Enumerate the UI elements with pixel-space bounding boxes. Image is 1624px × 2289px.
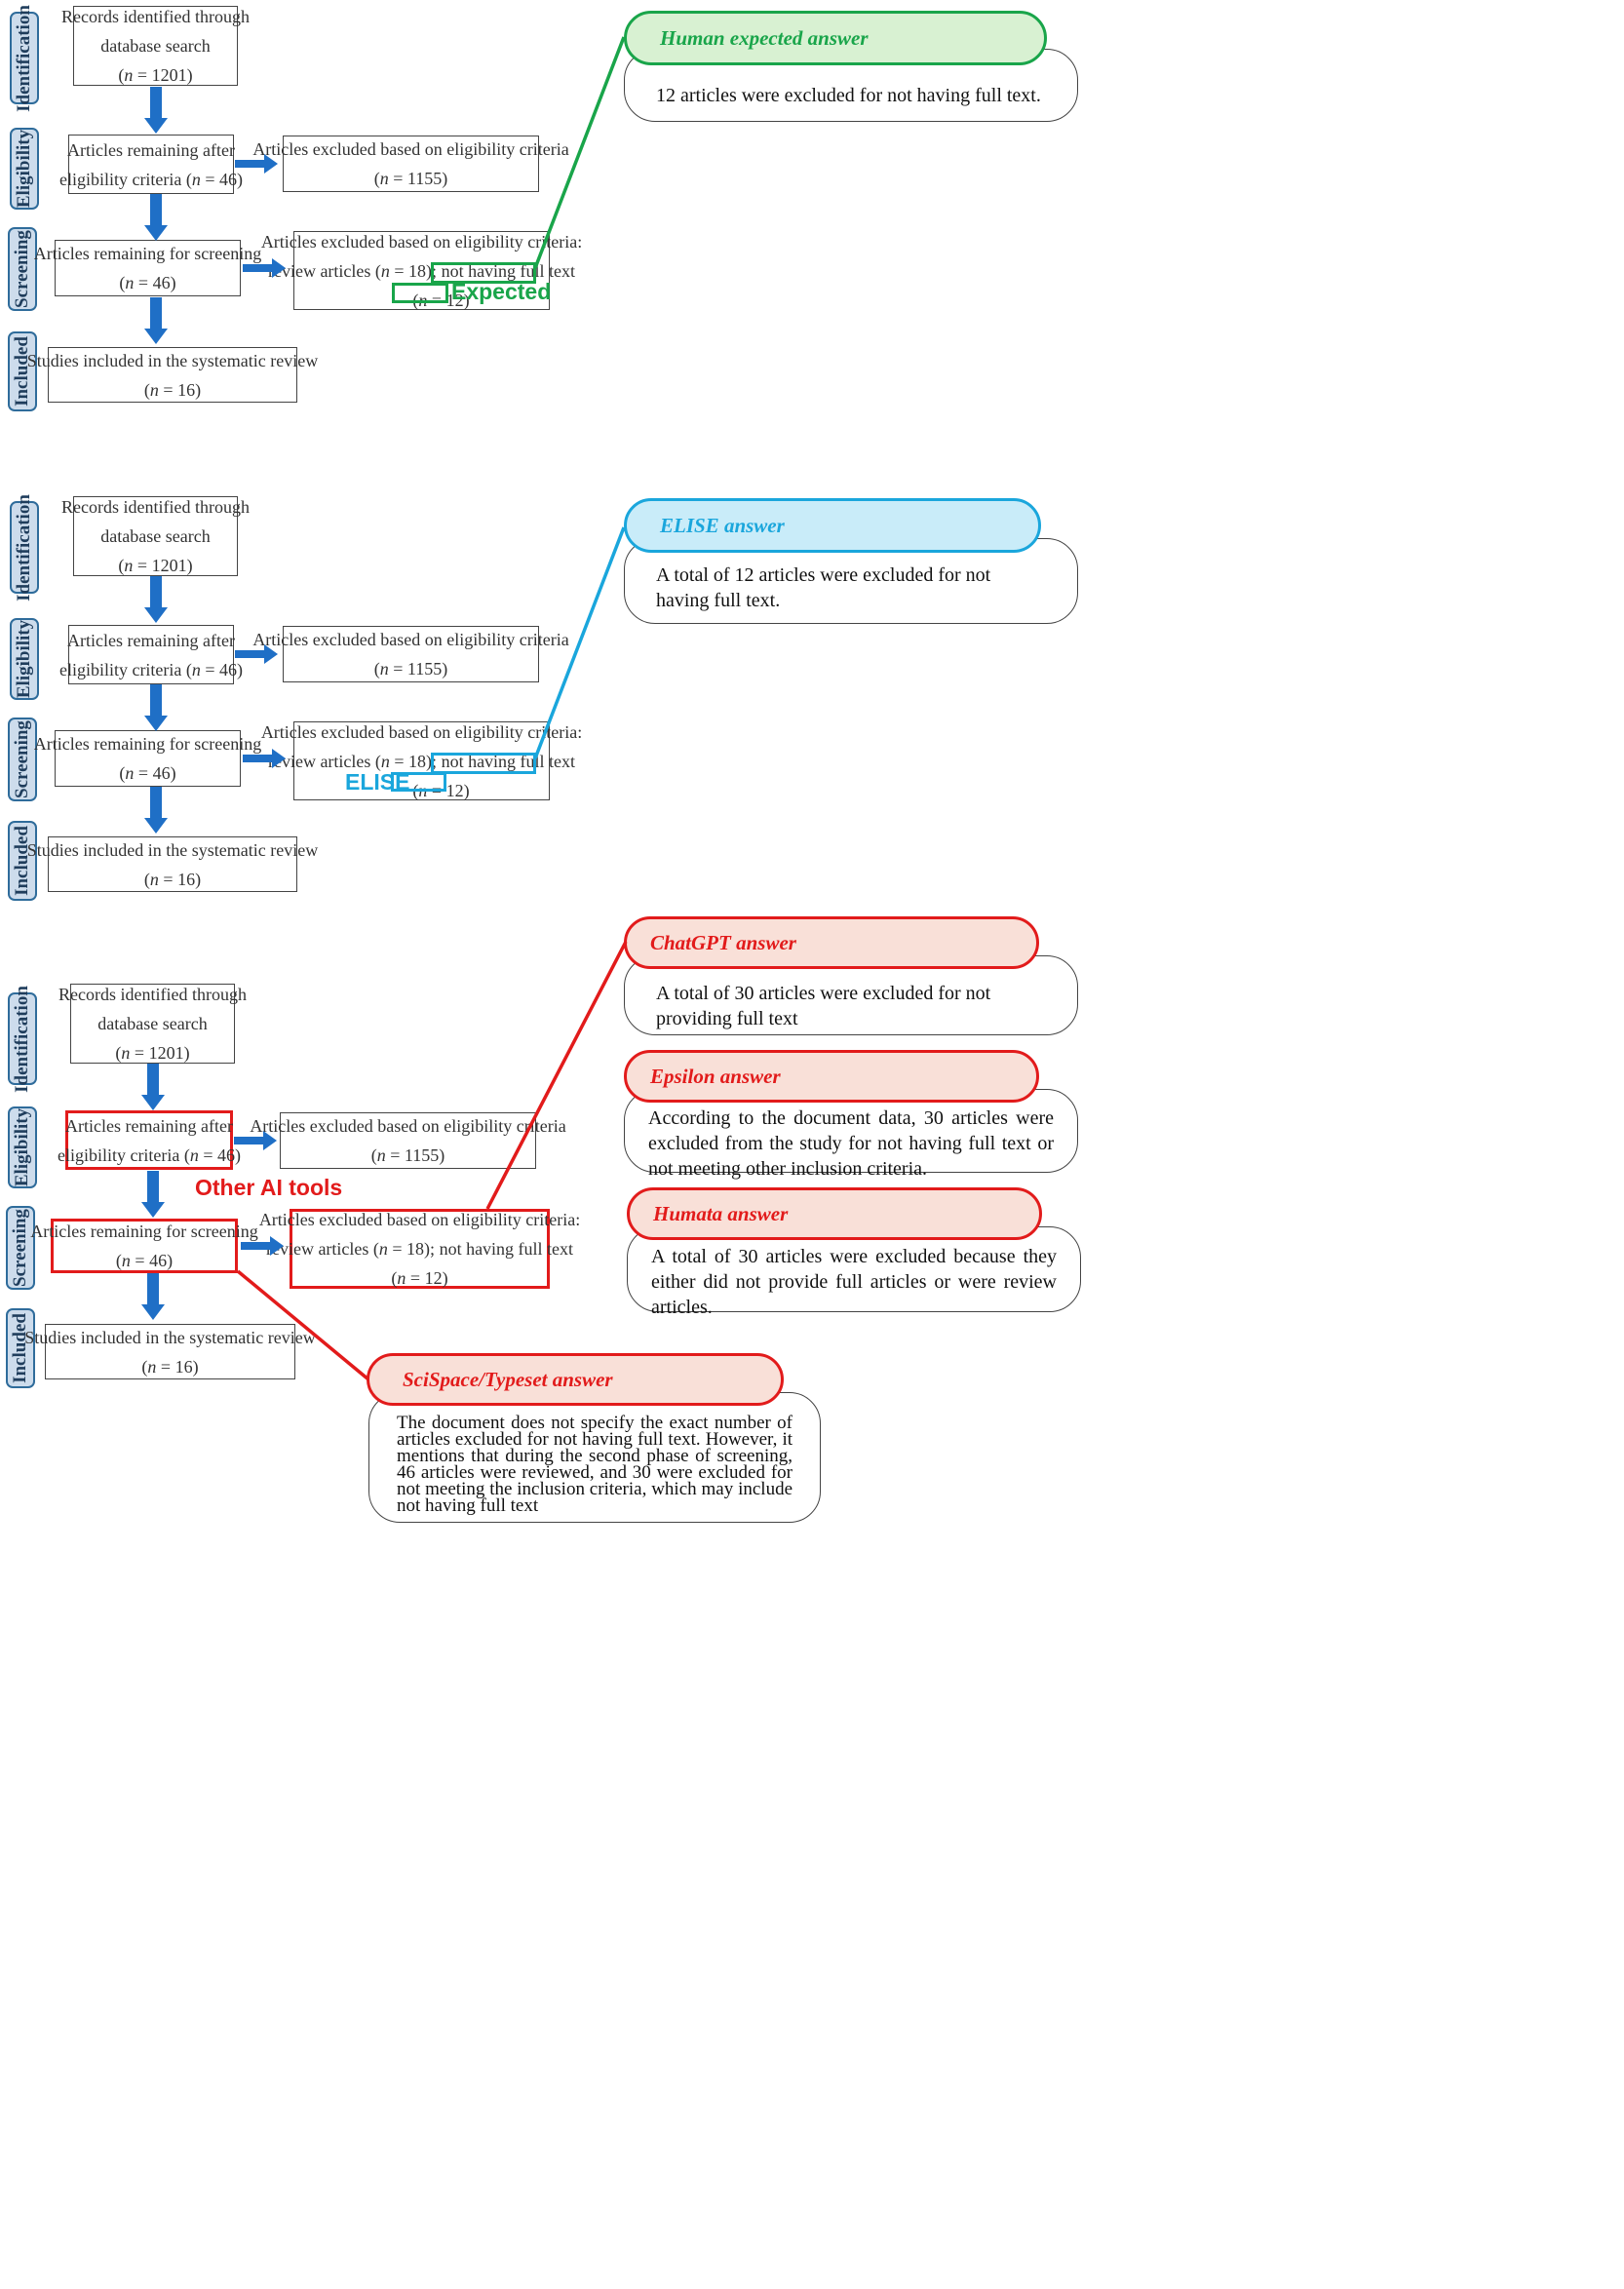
included-box: Studies included in the systematic revie… <box>24 1324 316 1379</box>
highlight-full-text <box>431 262 536 284</box>
screening-box: Articles remaining for screening (n = 46… <box>30 1219 258 1273</box>
included-box: Studies included in the systematic revie… <box>27 836 318 892</box>
side-label-eligibility: Eligibility <box>10 128 39 210</box>
arrow-down <box>144 87 168 134</box>
remaining-box: Articles remaining after eligibility cri… <box>59 135 243 194</box>
arrow-down <box>141 1273 165 1320</box>
excluded-eligibility-box: Articles excluded based on eligibility c… <box>250 1112 566 1169</box>
elise-connector-line <box>533 526 626 759</box>
side-label-included: Included <box>8 331 37 411</box>
humata-answer-title: Humata answer <box>627 1187 1042 1240</box>
elise-answer-title: ELISE answer <box>624 498 1041 553</box>
side-label-screening: Screening <box>8 227 37 311</box>
arrow-right <box>241 1236 284 1256</box>
scispace-answer-title: SciSpace/Typeset answer <box>367 1353 784 1406</box>
included-box: Studies included in the systematic revie… <box>27 347 318 403</box>
records-box: Records identified through database sear… <box>61 496 250 576</box>
remaining-box: Articles remaining after eligibility cri… <box>59 625 243 684</box>
excluded-screening-box: Articles excluded based on eligibility c… <box>260 231 583 310</box>
screening-box: Articles remaining for screening (n = 46… <box>34 730 261 787</box>
arrow-down <box>144 194 168 241</box>
arrow-right <box>234 1131 277 1150</box>
scispace-answer-box: The document does not specify the exact … <box>368 1392 821 1523</box>
side-label-eligibility: Eligibility <box>10 618 39 700</box>
arrow-right <box>243 258 286 278</box>
arrow-right <box>235 154 278 174</box>
side-label-identification: Identification <box>10 494 39 601</box>
arrow-down <box>144 576 168 623</box>
chatgpt-connector-line <box>485 941 628 1210</box>
arrow-down <box>141 1171 165 1218</box>
epsilon-answer-box: According to the document data, 30 artic… <box>624 1089 1078 1180</box>
elise-tag: ELISE <box>345 769 410 795</box>
highlight-full-text <box>431 753 536 774</box>
side-label-included: Included <box>8 821 37 901</box>
arrow-down <box>141 1064 165 1110</box>
expected-tag: Expected <box>451 279 552 304</box>
arrow-down <box>144 787 168 834</box>
highlight-count <box>392 283 448 303</box>
scispace-connector-line <box>236 1269 370 1381</box>
records-box: Records identified through database sear… <box>58 984 247 1064</box>
remaining-box: Articles remaining after eligibility cri… <box>58 1110 241 1170</box>
excluded-eligibility-box: Articles excluded based on eligibility c… <box>252 626 569 682</box>
expected-connector-line <box>533 36 626 269</box>
chatgpt-answer-title: ChatGPT answer <box>624 916 1039 969</box>
side-label-screening: Screening <box>8 718 37 801</box>
side-label-identification: Identification <box>8 986 37 1092</box>
arrow-down <box>144 684 168 731</box>
side-label-eligibility: Eligibility <box>8 1106 37 1188</box>
side-label-screening: Screening <box>6 1206 35 1290</box>
highlight-count <box>391 772 446 792</box>
arrow-right <box>235 644 278 664</box>
side-label-identification: Identification <box>10 5 39 111</box>
humata-answer-box: A total of 30 articles were excluded bec… <box>627 1226 1081 1318</box>
excluded-eligibility-box: Articles excluded based on eligibility c… <box>252 136 569 192</box>
screening-box: Articles remaining for screening (n = 46… <box>34 240 261 296</box>
human-answer-title: Human expected answer <box>624 11 1047 65</box>
arrow-down <box>144 297 168 344</box>
excluded-screening-box: Articles excluded based on eligibility c… <box>260 721 583 800</box>
other-ai-tools-tag: Other AI tools <box>195 1175 343 1200</box>
side-label-included: Included <box>6 1308 35 1388</box>
records-box: Records identified through database sear… <box>61 6 250 86</box>
arrow-right <box>243 749 286 768</box>
epsilon-answer-title: Epsilon answer <box>624 1050 1039 1103</box>
excluded-screening-box: Articles excluded based on eligibility c… <box>258 1209 581 1289</box>
